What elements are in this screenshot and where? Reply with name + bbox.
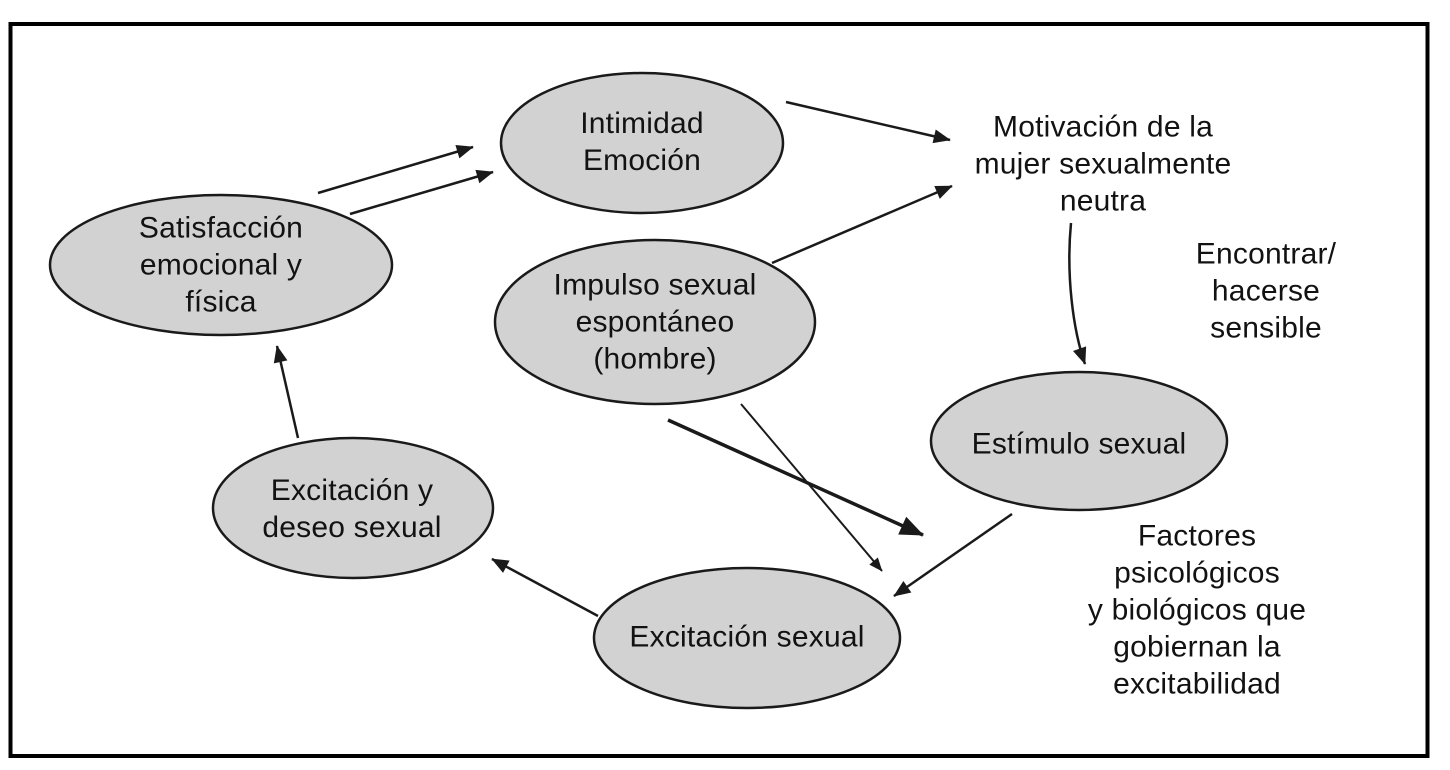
- ellipse-intimidad-emocion: [499, 71, 785, 215]
- arrow-motivacion-to-estimulo: [1068, 222, 1087, 365]
- arrow-satisfaccion-to-intimidad-2: [349, 169, 494, 216]
- node-label-intimidad-emocion: Intimidad Emoción: [580, 107, 704, 177]
- ellipse-estimulo-sexual: [929, 370, 1229, 512]
- node-label-estimulo-sexual: Estímulo sexual: [971, 427, 1187, 461]
- ellipse-excitacion-deseo: [211, 436, 495, 580]
- node-label-excitacion-sexual: Excitación sexual: [629, 620, 865, 654]
- ellipse-excitacion-sexual: [592, 566, 902, 710]
- arrow-excitacion-deseo-to-satisfaccion: [273, 345, 300, 439]
- floating-label-factores: Factores psicológicos y biológicos que g…: [1087, 519, 1307, 701]
- floating-label-motivacion: Motivación de la mujer sexualmente neutr…: [974, 110, 1232, 218]
- arrow-intimidad-to-motivacion: [785, 100, 951, 144]
- arrow-satisfaccion-to-intimidad-1: [317, 144, 474, 195]
- node-label-excitacion-deseo: Excitación y deseo sexual: [262, 474, 442, 544]
- figure-border: [8, 22, 1430, 758]
- arrow-impulso-to-excitacion-sexual-thick: [667, 418, 924, 537]
- arrow-excitacion-sexual-to-excitacion-deseo: [491, 557, 599, 618]
- floating-label-encontrar: Encontrar/ hacerse sensible: [1195, 237, 1337, 345]
- node-label-impulso-sexual: Impulso sexual espontáneo (hombre): [553, 268, 757, 376]
- node-label-satisfaccion: Satisfacción emocional y física: [138, 211, 304, 319]
- ellipse-satisfaccion: [48, 193, 394, 337]
- ellipse-impulso-sexual: [493, 238, 817, 406]
- arrow-impulso-to-excitacion-sexual-thin: [740, 403, 883, 572]
- arrow-estimulo-to-excitacion-sexual: [893, 512, 1013, 598]
- arrow-impulso-to-motivacion: [771, 184, 953, 265]
